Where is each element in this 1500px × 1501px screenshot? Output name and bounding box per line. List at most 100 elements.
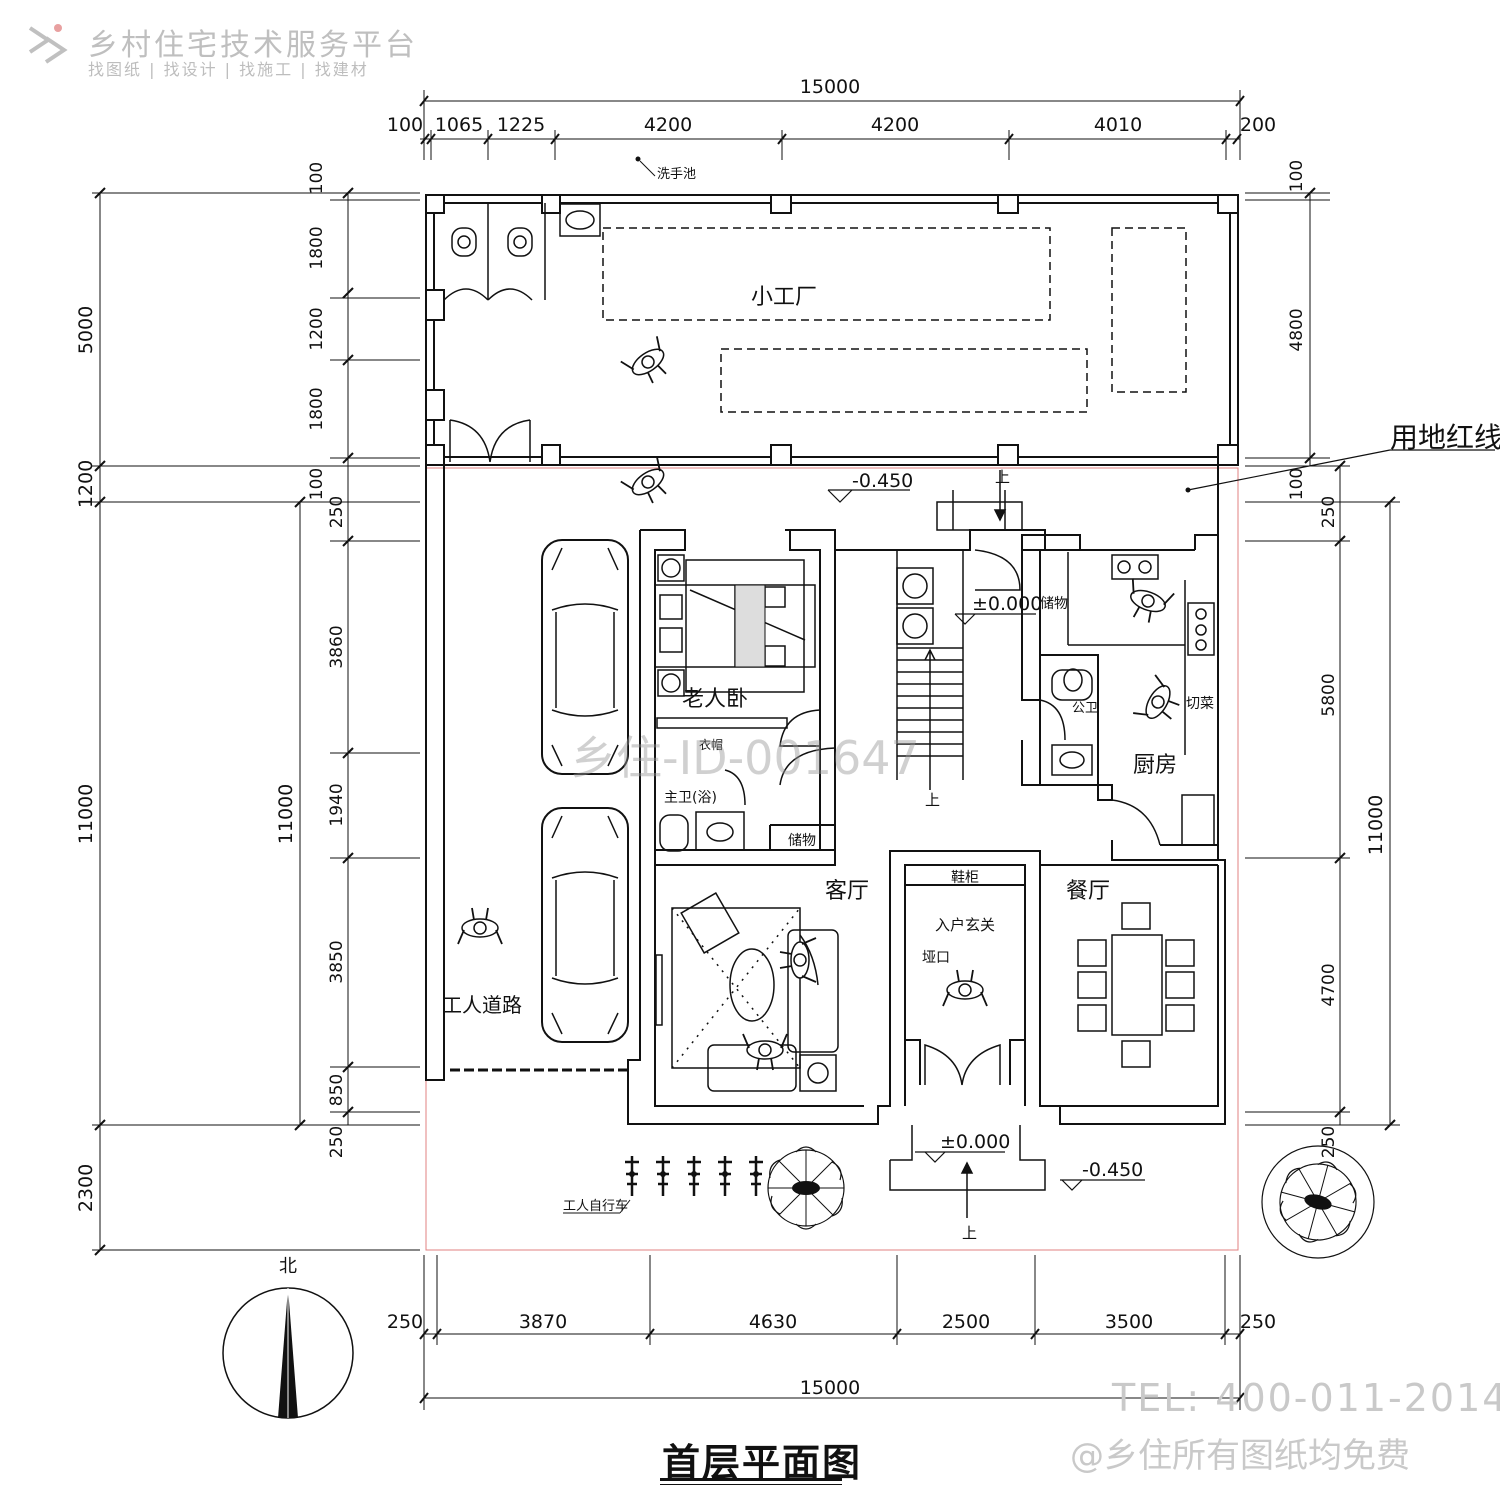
kitchen-label: 厨房 <box>1133 753 1177 778</box>
left-dimension-inner: 250 <box>327 496 347 528</box>
left-dimension-inner: 100 <box>307 468 327 500</box>
up-mark: 上 <box>995 468 1010 486</box>
dining-furniture <box>1077 902 1195 1068</box>
left-dimension-outer: 5000 <box>75 306 97 354</box>
level-value: -0.450 <box>852 470 913 492</box>
tel-watermark: TEL: 400-011-2014 <box>1112 1376 1500 1420</box>
kitchen-fixtures <box>1039 552 1215 846</box>
wash-basin-label: 洗手池 <box>657 167 696 182</box>
up-mark: 上 <box>962 1224 977 1242</box>
brand-title: 乡村住宅技术服务平台 <box>88 28 418 63</box>
worker-bikes-label: 工人自行车 <box>563 1198 628 1214</box>
person-icon <box>742 1033 788 1071</box>
bedroom-door <box>779 709 836 786</box>
left-dimension-mid: 11000 <box>275 784 297 844</box>
entry-opening-label: 垭口 <box>922 950 950 966</box>
storage-label: 储物 <box>788 833 816 849</box>
platform-logo-icon <box>28 24 68 64</box>
left-dimension-inner: 1940 <box>327 783 347 826</box>
north-label: 北 <box>279 1256 297 1277</box>
large-tree-outline <box>1261 1145 1375 1259</box>
workshop-machines <box>602 227 1187 413</box>
bottom-dimension-segment: 2500 <box>942 1311 990 1333</box>
id-watermark: 乡住-ID-001647 <box>570 731 920 785</box>
left-dimension-outer: 2300 <box>75 1164 97 1212</box>
bike-icon <box>623 1154 641 1198</box>
bottom-dimension-segment: 4630 <box>749 1311 797 1333</box>
right-dimension: 250 <box>1319 496 1339 528</box>
left-dimension-inner: 3860 <box>327 625 347 668</box>
bike-icon <box>716 1154 734 1198</box>
level-value: -0.450 <box>1082 1159 1143 1181</box>
bike-icon <box>685 1154 703 1198</box>
top-dimensions <box>419 90 1245 160</box>
level-mark-entry <box>915 1151 1005 1163</box>
right-total-dimension: 11000 <box>1365 795 1387 855</box>
workshop-walls <box>425 194 1239 466</box>
person-icon <box>619 335 679 392</box>
workshop-label: 小工厂 <box>751 285 817 310</box>
stair-area <box>896 549 1021 790</box>
property-line-label: 用地红线 <box>1390 421 1500 454</box>
right-dimension: 100 <box>1287 160 1307 192</box>
living-room-label: 客厅 <box>825 879 869 904</box>
level-value: ±0.000 <box>972 593 1042 615</box>
dining-room-label: 餐厅 <box>1066 879 1110 904</box>
shoe-cabinet-label: 鞋柜 <box>951 870 979 886</box>
bottom-dimension-segment: 250 <box>387 1311 423 1333</box>
master-bath-label: 主卫(浴) <box>664 790 717 806</box>
left-dimension-inner: 1800 <box>307 226 327 269</box>
left-dimensions <box>92 187 420 1256</box>
wash-basin <box>559 203 601 237</box>
bed-blanket <box>734 584 766 668</box>
bike-icon <box>654 1154 672 1198</box>
top-dimension-segment: 200 <box>1240 114 1276 136</box>
top-dimension-segment: 1225 <box>497 114 545 136</box>
left-dimension-inner: 850 <box>327 1074 347 1106</box>
left-dimension-inner: 100 <box>307 162 327 194</box>
free-watermark: @乡住所有图纸均免费 <box>1070 1436 1410 1476</box>
tree-icon <box>1270 1151 1366 1253</box>
bottom-total-dimension: 15000 <box>800 1377 860 1399</box>
bottom-dimension-segment: 3500 <box>1105 1311 1153 1333</box>
person-icon <box>457 907 503 945</box>
house-walls <box>425 466 1226 1125</box>
left-dimension-outer: 11000 <box>75 784 97 844</box>
person-icon <box>1132 674 1188 732</box>
chopping-label: 切菜 <box>1186 696 1214 712</box>
closet-label: 衣帽 <box>699 737 723 752</box>
elder-bedroom-label: 老人卧 <box>682 687 748 712</box>
title-underline <box>660 1478 842 1481</box>
up-arrow <box>960 470 1007 1218</box>
level-mark-yard-upper <box>827 489 910 503</box>
top-dimension-segment: 100 <box>387 114 423 136</box>
top-dimension-segment: 1065 <box>435 114 483 136</box>
top-dimension-segment: 4200 <box>644 114 692 136</box>
left-dimension-inner: 1200 <box>307 307 327 350</box>
car-icon <box>541 807 629 1043</box>
workshop-door <box>449 419 531 463</box>
left-dimension-inner: 3850 <box>327 940 347 983</box>
left-dimension-inner: 250 <box>327 1126 347 1158</box>
level-value: ±0.000 <box>940 1131 1010 1153</box>
master-bath-fixtures <box>659 769 746 852</box>
foyer-doors <box>924 915 1026 1086</box>
property-line-leader <box>1187 449 1495 491</box>
workshop-toilets <box>443 203 546 301</box>
north-arrow-icon <box>222 1287 354 1419</box>
sheet-title: 首层平面图 <box>662 1441 863 1485</box>
left-dimension-outer: 1200 <box>75 460 97 508</box>
level-mark-yard-lower <box>1060 1179 1145 1191</box>
top-dimension-segment: 4010 <box>1094 114 1142 136</box>
right-dimension: 4800 <box>1287 308 1307 351</box>
brand-header: 乡村住宅技术服务平台 找图纸 | 找设计 | 找施工 | 找建材 <box>14 14 415 79</box>
bottom-dimensions <box>419 1255 1245 1410</box>
brand-subtitle: 找图纸 | 找设计 | 找施工 | 找建材 <box>88 60 369 79</box>
top-total-dimension: 15000 <box>800 76 860 98</box>
tree-icon <box>767 1146 845 1230</box>
top-dimension-segment: 4200 <box>871 114 919 136</box>
person-icon <box>1119 577 1176 629</box>
worker-road-label: 工人道路 <box>442 993 522 1017</box>
bike-icon <box>747 1154 765 1198</box>
